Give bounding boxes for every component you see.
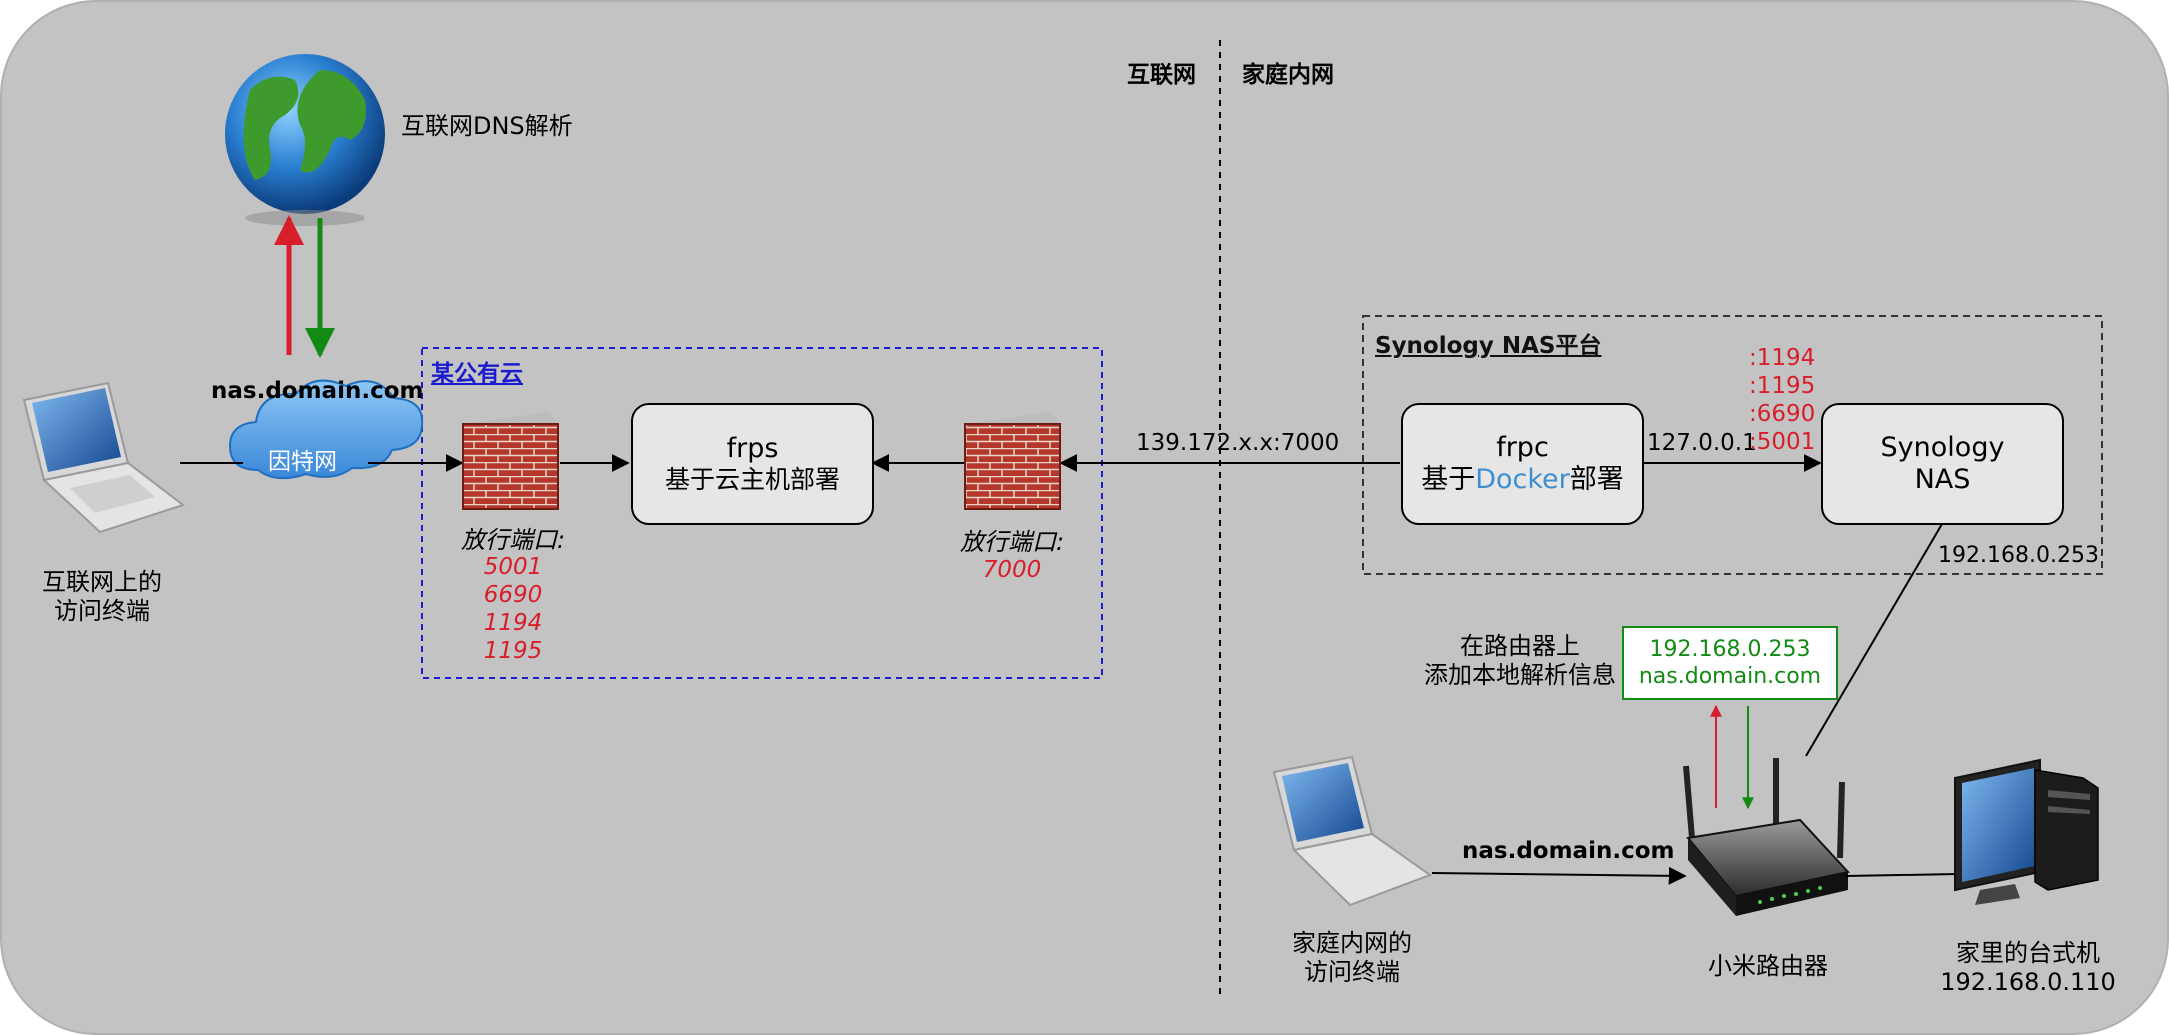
desktop-label-name: 家里的台式机 bbox=[1956, 939, 2100, 967]
firewall-icon-right bbox=[964, 412, 1062, 510]
frpc-subtitle-docker: Docker bbox=[1475, 464, 1570, 495]
internet-cloud-label: 因特网 bbox=[268, 449, 337, 475]
nas-box-line2: NAS bbox=[1914, 464, 1971, 495]
local-dns-entry-domain: nas.domain.com bbox=[1638, 664, 1822, 689]
local-dns-entry-box: 192.168.0.253 nas.domain.com bbox=[1622, 626, 1838, 700]
forward-port: :1194 bbox=[1749, 345, 1816, 371]
internet-client-label: 互联网上的 访问终端 bbox=[22, 568, 182, 626]
internet-client-label-line2: 访问终端 bbox=[54, 596, 150, 625]
lan-client-label-line2: 访问终端 bbox=[1304, 957, 1400, 986]
frps-box-subtitle: 基于云主机部署 bbox=[664, 465, 840, 495]
firewall-icon-left bbox=[462, 412, 560, 510]
nas-box-line1: Synology bbox=[1880, 431, 2005, 463]
nas-ip-label: 192.168.0.253 bbox=[1938, 543, 2099, 568]
synology-region bbox=[1362, 315, 2103, 575]
dns-query-domain: nas.domain.com bbox=[211, 378, 424, 404]
forward-port: :5001 bbox=[1749, 429, 1816, 455]
forward-port: :6690 bbox=[1749, 401, 1816, 427]
router-icon bbox=[1683, 758, 1850, 916]
laptop-icon-internet bbox=[22, 381, 186, 534]
nas-box: Synology NAS bbox=[1821, 403, 2064, 525]
internet-cloud-icon bbox=[228, 379, 424, 480]
synology-platform-title: Synology NAS平台 bbox=[1375, 333, 1602, 359]
firewall-left-ports: 5001 6690 1194 1195 bbox=[458, 553, 568, 665]
frps-box: frps 基于云主机部署 bbox=[631, 403, 874, 525]
firewall-left-port: 1195 bbox=[483, 638, 543, 664]
frpc-subtitle-prefix: 基于 bbox=[1421, 464, 1476, 495]
zone-label-lan: 家庭内网 bbox=[1242, 62, 1334, 88]
firewall-right-port: 7000 bbox=[982, 557, 1042, 583]
forward-host-label: 127.0.0.1 bbox=[1647, 430, 1757, 456]
firewall-left-port: 5001 bbox=[483, 554, 543, 580]
firewall-left-caption: 放行端口: bbox=[460, 526, 566, 554]
frps-box-title: frps bbox=[726, 432, 779, 464]
firewall-right-ports: 7000 bbox=[957, 556, 1067, 584]
firewall-left-port: 6690 bbox=[483, 582, 543, 608]
frpc-subtitle-suffix: 部署 bbox=[1569, 464, 1624, 495]
desktop-icon bbox=[1954, 758, 2099, 905]
public-cloud-title: 某公有云 bbox=[431, 361, 523, 387]
lan-client-label: 家庭内网的 访问终端 bbox=[1272, 929, 1432, 987]
link-nas-router bbox=[1805, 523, 1943, 757]
tunnel-endpoint-label: 139.172.x.x:7000 bbox=[1136, 430, 1340, 456]
laptop-icon-lan bbox=[1272, 755, 1433, 907]
dns-label: 互联网DNS解析 bbox=[401, 112, 573, 140]
firewall-right-caption: 放行端口: bbox=[959, 528, 1065, 556]
lan-query-domain: nas.domain.com bbox=[1462, 838, 1675, 864]
forward-port: :1195 bbox=[1749, 373, 1816, 399]
lan-client-label-line1: 家庭内网的 bbox=[1292, 929, 1412, 957]
desktop-label: 家里的台式机 192.168.0.110 bbox=[1930, 939, 2126, 997]
router-note: 在路由器上 添加本地解析信息 bbox=[1420, 632, 1620, 690]
frpc-box-title: frpc bbox=[1496, 431, 1549, 463]
local-dns-entry-ip: 192.168.0.253 bbox=[1649, 636, 1811, 662]
zone-label-internet: 互联网 bbox=[1127, 62, 1196, 88]
router-label: 小米路由器 bbox=[1708, 952, 1828, 980]
link-router-desktop bbox=[1844, 873, 1959, 877]
frpc-box: frpc 基于Docker部署 bbox=[1401, 403, 1644, 525]
desktop-label-ip: 192.168.0.110 bbox=[1940, 967, 2116, 996]
firewall-left-port: 1194 bbox=[483, 610, 543, 636]
forward-ports: :1194 :1195 :6690 :5001 bbox=[1749, 344, 1815, 456]
frpc-box-subtitle: 基于Docker部署 bbox=[1421, 464, 1624, 496]
link-laptop-router bbox=[1431, 866, 1687, 885]
internet-client-label-line1: 互联网上的 bbox=[42, 568, 162, 596]
router-note-line1: 在路由器上 bbox=[1460, 632, 1580, 660]
globe-icon bbox=[225, 54, 385, 226]
router-note-line2: 添加本地解析信息 bbox=[1424, 660, 1616, 689]
